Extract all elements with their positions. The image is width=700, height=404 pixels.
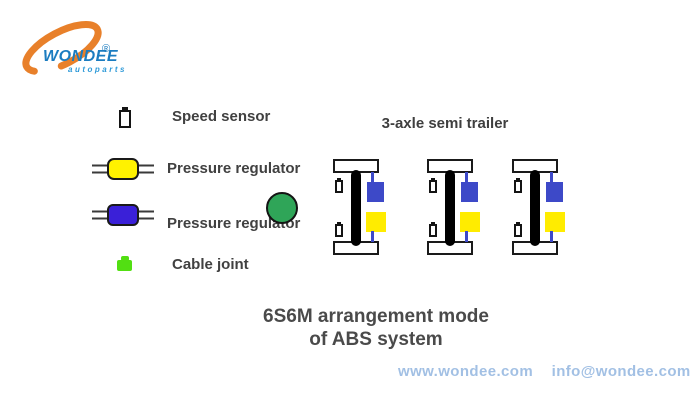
axle-bar [445, 170, 455, 246]
logo-brand-text: WONDEE [43, 48, 118, 65]
caption-line-1: 6S6M arrangement mode [263, 306, 489, 327]
footer-contacts: www.wondee.com info@wondee.com [398, 363, 691, 380]
wondee-logo: WONDEE ® autoparts [16, 10, 136, 82]
email-text: info@wondee.com [551, 363, 691, 380]
axle-bar [530, 170, 540, 246]
legend-label-pressure-regulator-1: Pressure regulator [167, 160, 301, 177]
regulator-body [107, 158, 139, 180]
pressure-regulator-yellow-icon [366, 212, 386, 232]
air-line [371, 172, 374, 183]
axle-unit-3 [512, 159, 568, 257]
air-line [465, 231, 468, 242]
air-line [550, 172, 553, 183]
logo-swoosh-icon [22, 21, 102, 75]
cable-joint-icon [117, 260, 132, 271]
speed-sensor-icon [335, 180, 343, 193]
air-line [550, 231, 553, 242]
legend-label-cable-joint: Cable joint [172, 256, 249, 273]
junction-circle-icon [266, 192, 298, 224]
pressure-regulator-blue-icon [546, 182, 563, 202]
pressure-regulator-blue-icon [461, 182, 478, 202]
caption: 6S6M arrangement mode of ABS system [226, 305, 526, 351]
pipe-right [137, 164, 154, 174]
pressure-regulator-yellow-icon [92, 157, 154, 181]
axle-bar [351, 170, 361, 246]
regulator-body [107, 204, 139, 226]
pressure-regulator-blue-icon [367, 182, 384, 202]
pipe-left [92, 210, 109, 220]
speed-sensor-icon [514, 224, 522, 237]
speed-sensor-icon [119, 110, 131, 128]
axle-unit-1 [333, 159, 389, 257]
speed-sensor-icon [335, 224, 343, 237]
pipe-left [92, 164, 109, 174]
diagram-heading: 3-axle semi trailer [381, 115, 509, 132]
speed-sensor-icon [429, 224, 437, 237]
registered-trademark-icon: ® [102, 43, 111, 55]
air-line [371, 231, 374, 242]
logo-subtitle-text: autoparts [68, 65, 127, 74]
air-line [465, 172, 468, 183]
legend-label-pressure-regulator-2: Pressure regulator [167, 215, 301, 232]
speed-sensor-icon [429, 180, 437, 193]
pressure-regulator-blue-icon [92, 203, 154, 227]
axle-unit-2 [427, 159, 483, 257]
legend-label-speed-sensor: Speed sensor [172, 108, 271, 125]
caption-line-2: of ABS system [309, 329, 443, 350]
pressure-regulator-yellow-icon [545, 212, 565, 232]
speed-sensor-icon [514, 180, 522, 193]
website-text: www.wondee.com [398, 363, 534, 380]
pipe-right [137, 210, 154, 220]
pressure-regulator-yellow-icon [460, 212, 480, 232]
trailer-diagram [333, 159, 573, 259]
